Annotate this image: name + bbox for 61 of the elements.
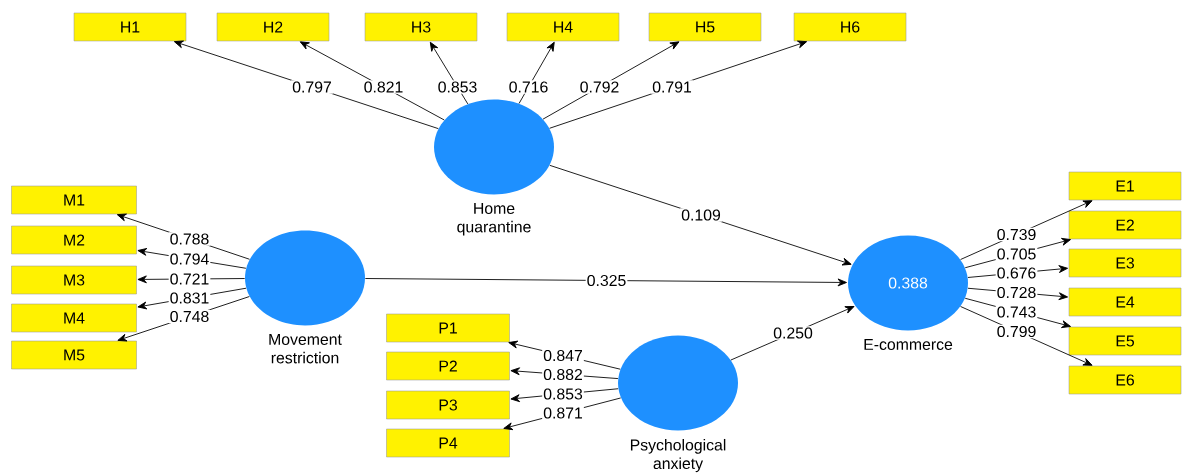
construct-circle <box>245 230 365 326</box>
arrow <box>518 41 555 104</box>
edge-label: 0.716 <box>507 80 550 94</box>
indicator-box: H2 <box>216 12 330 42</box>
construct-circle <box>618 335 738 431</box>
indicator-box: H1 <box>73 12 187 42</box>
edge-label: 0.721 <box>168 272 211 286</box>
arrow <box>549 164 852 266</box>
indicator-box: E4 <box>1068 287 1182 317</box>
arrow <box>429 41 469 105</box>
indicator-box: E5 <box>1068 326 1182 356</box>
arrow <box>549 40 808 129</box>
indicator-box: H5 <box>648 12 762 42</box>
arrow <box>960 200 1093 260</box>
indicator-box: M4 <box>11 303 137 333</box>
indicator-box: E3 <box>1068 248 1182 278</box>
edge-label: 0.739 <box>995 227 1038 242</box>
indicator-box: M5 <box>11 340 137 370</box>
construct-label: E-commerce <box>864 338 953 350</box>
edge-label: 0.821 <box>362 80 405 94</box>
indicator-box: H4 <box>506 12 620 42</box>
edge-label: 0.831 <box>168 291 211 305</box>
arrow <box>364 278 847 287</box>
indicator-box: H6 <box>793 12 907 42</box>
construct-circle <box>434 99 554 195</box>
edge-label: 0.748 <box>168 309 211 324</box>
indicator-box: E1 <box>1068 171 1182 201</box>
edge-label: 0.250 <box>772 326 814 340</box>
edge-label: 0.791 <box>651 80 693 94</box>
indicator-box: M2 <box>11 225 137 255</box>
edge-label: 0.792 <box>578 80 621 94</box>
indicator-box: M1 <box>11 185 137 215</box>
edge-label: 0.799 <box>995 324 1038 339</box>
edge-label: 0.882 <box>542 367 584 382</box>
indicator-box: P3 <box>386 390 510 420</box>
edge-label: 0.676 <box>995 266 1038 280</box>
indicator-box: E2 <box>1068 210 1182 240</box>
arrow <box>960 306 1093 366</box>
edge-label: 0.794 <box>168 252 211 266</box>
edge-label: 0.728 <box>995 285 1038 300</box>
arrow <box>299 41 445 121</box>
edge-label: 0.325 <box>585 273 628 288</box>
construct-label: Movement restriction <box>269 333 342 364</box>
edge-label: 0.853 <box>542 387 584 401</box>
indicator-box: P1 <box>386 313 510 343</box>
arrow <box>542 41 680 120</box>
indicator-box: M3 <box>11 265 137 295</box>
construct-label: Psychological anxiety <box>630 438 726 473</box>
indicator-box: P4 <box>386 428 510 458</box>
edge-label: 0.853 <box>436 80 479 94</box>
edge-label: 0.847 <box>542 348 584 363</box>
edge-label: 0.743 <box>995 305 1038 319</box>
indicator-box: H3 <box>364 12 478 42</box>
construct-label: Home quarantine <box>457 202 531 236</box>
indicator-box: P2 <box>386 351 510 381</box>
edge-label: 0.109 <box>680 208 722 222</box>
edge-label: 0.797 <box>291 80 333 94</box>
edge-label: 0.788 <box>168 232 211 246</box>
edge-label: 0.871 <box>542 406 584 420</box>
edge-label: 0.705 <box>995 247 1038 261</box>
indicator-box: E6 <box>1068 365 1182 395</box>
